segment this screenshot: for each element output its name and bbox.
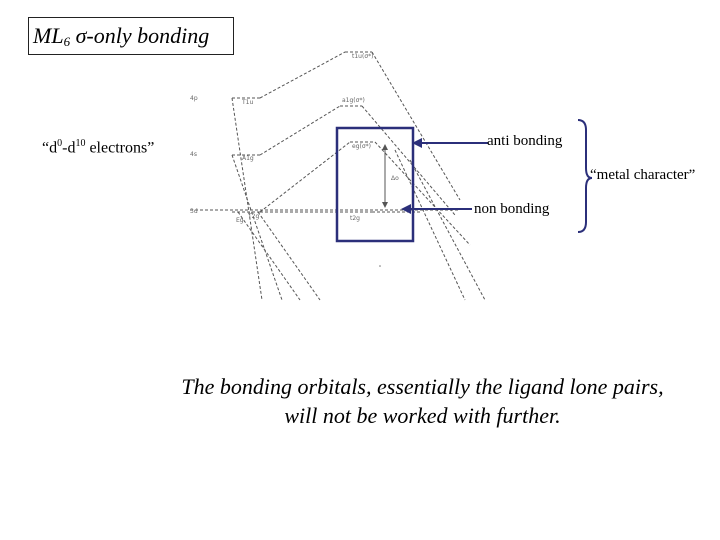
caption-line-2: will not be worked with further. (284, 403, 561, 428)
label-t2g: t2g (350, 215, 360, 222)
metal-character-bracket (577, 119, 593, 233)
label-eg-sigma-star: eg(σ*) (352, 143, 371, 150)
non-bonding-label: non bonding (474, 201, 550, 217)
label-t1u-sigma-star: t1u(σ*) (352, 53, 373, 60)
term-eg: Eg (236, 217, 244, 224)
metal-label-4p: 4p (190, 95, 198, 102)
electron-count-label: “d0-d10 electrons” (42, 138, 155, 157)
metal-character-highlight-box (335, 126, 415, 243)
term-t1u: T1u (241, 99, 253, 106)
caption-line-1: The bonding orbitals, essentially the li… (181, 374, 664, 399)
metal-character-label: “metal character” (590, 167, 696, 183)
slide-title: ML6 σ-only bonding (28, 17, 234, 55)
label-delta: Δo (391, 175, 399, 182)
term-a1g: A1g (242, 155, 254, 162)
caption: The bonding orbitals, essentially the li… (150, 372, 695, 430)
anti-bonding-label: anti bonding (487, 133, 563, 149)
metal-label-3d: 3d (190, 208, 198, 215)
metal-label-4s: 4s (190, 151, 197, 158)
term-t2g: T2g (247, 213, 259, 220)
label-a1g-sigma-star: a1g(σ*) (342, 97, 365, 104)
